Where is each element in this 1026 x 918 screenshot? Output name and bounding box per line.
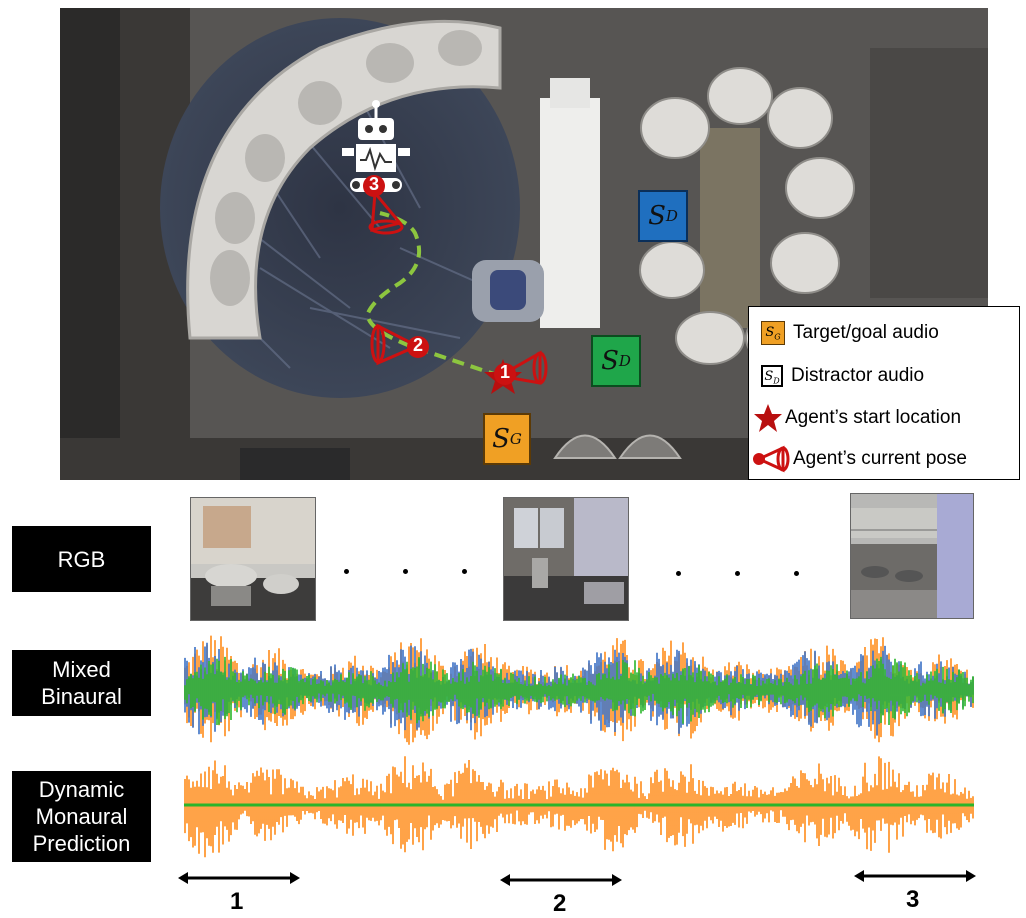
rgb-frame-2 bbox=[503, 497, 629, 621]
segment-arrow-2 bbox=[500, 874, 622, 886]
ellipsis-dot bbox=[462, 569, 467, 574]
agent-pose-3-icon bbox=[368, 189, 404, 235]
pose-cone-legend-icon bbox=[753, 445, 790, 473]
row-label-rgb: RGB bbox=[12, 526, 151, 592]
ellipsis-dot bbox=[676, 571, 681, 576]
legend: SG Target/goal audio SD Distractor audio… bbox=[748, 306, 1020, 480]
ellipsis-dot bbox=[735, 571, 740, 576]
curved-sofa bbox=[186, 19, 502, 340]
agent-pose-2-icon bbox=[370, 323, 421, 366]
ellipsis-dot bbox=[794, 571, 799, 576]
agent-path bbox=[365, 211, 501, 378]
mixed-binaural-waveform bbox=[184, 635, 974, 745]
path-marker-3: 3 bbox=[368, 174, 379, 194]
dining-table bbox=[700, 128, 760, 328]
target-swatch-icon: SG bbox=[761, 321, 785, 345]
legend-item-distractor: SD Distractor audio bbox=[761, 365, 924, 387]
distractor-swatch-icon: SD bbox=[761, 365, 783, 387]
waveform-green-channel bbox=[184, 656, 974, 725]
segment-label-2: 2 bbox=[553, 890, 567, 917]
ellipsis-dot bbox=[344, 569, 349, 574]
agent-pose-1-icon bbox=[495, 350, 548, 385]
legend-item-target: SG Target/goal audio bbox=[761, 321, 939, 345]
path-marker-2: 2 bbox=[412, 335, 423, 355]
segment-label-1: 1 bbox=[230, 888, 244, 915]
rgb-frame-1 bbox=[190, 497, 316, 621]
window-wall bbox=[540, 98, 600, 328]
ellipsis-dot bbox=[403, 569, 408, 574]
legend-item-pose: Agent’s current pose bbox=[751, 445, 967, 473]
path-marker-1: 1 bbox=[499, 362, 510, 382]
segment-label-3: 3 bbox=[906, 886, 920, 913]
rgb-frame-3 bbox=[850, 493, 974, 619]
waveform-orange-channel bbox=[184, 756, 974, 858]
wall-right bbox=[870, 48, 988, 298]
segment-arrow-1 bbox=[178, 872, 300, 884]
dynamic-monaural-waveform bbox=[184, 756, 974, 858]
star-legend-icon bbox=[754, 404, 782, 432]
legend-item-start: Agent’s start location bbox=[753, 403, 961, 433]
segment-arrow-3 bbox=[854, 870, 976, 882]
